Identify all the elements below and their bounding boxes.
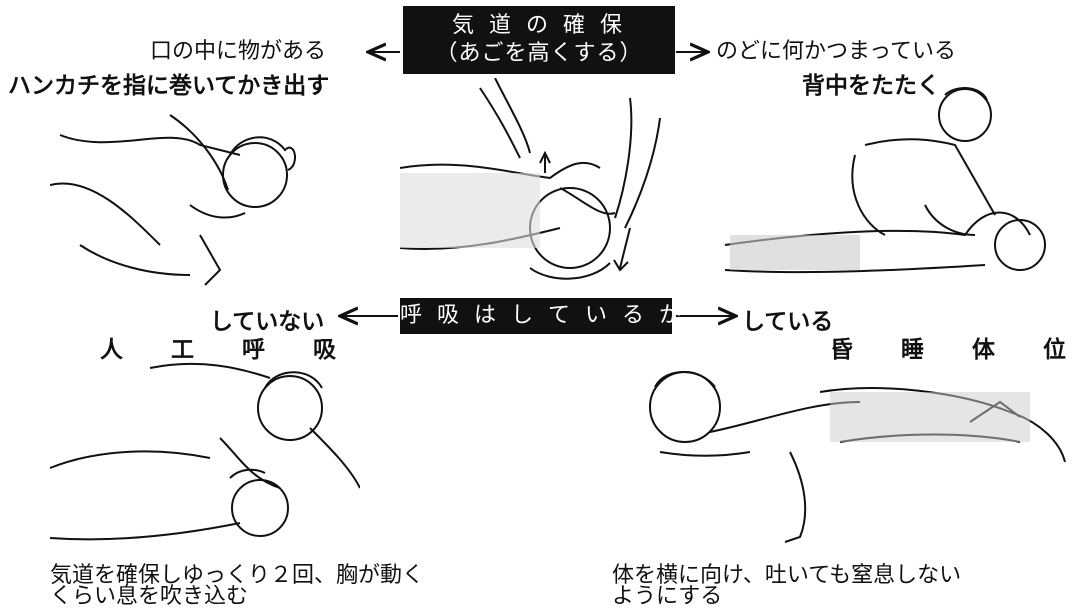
breathing-check-box: 呼 吸 は し て い る か [400,298,681,334]
throat-blocked-label: のどに何かつまっている [716,39,957,64]
rescue-breathing-caption-line1: 気道を確保しゆっくり２回、胸が動く [50,563,425,588]
recovery-position-illustration [649,371,1066,543]
breathing-label: している [742,309,834,335]
pat-back-instruction: 背中をたたく [802,73,940,99]
handkerchief-instruction: ハンカチを指に巻いてかき出す [8,73,330,99]
airway-box-subtitle: （あごを高くする） [435,41,643,66]
recovery-position-caption-line2: ようにする [612,584,723,609]
mouth-object-label: 口の中に物がある [150,39,327,64]
handkerchief-sweep-illustration [50,114,296,286]
airway-box-title: 気 道 の 確 保 [452,13,626,38]
rescue-breathing-caption-line2: くらい息を吹き込む [50,584,249,609]
rescue-breathing-caption: 気道を確保しゆっくり２回、胸が動く くらい息を吹き込む [50,563,425,609]
head-tilt-chin-lift-illustration [400,78,661,280]
recovery-position-caption: 体を横に向け、吐いても窒息しない ようにする [612,563,962,609]
airway-box: 気 道 の 確 保 （あごを高くする） [403,6,675,74]
recovery-position-caption-line1: 体を横に向け、吐いても窒息しない [612,563,962,588]
back-blows-illustration [724,87,1046,274]
rescue-breathing-illustration [49,362,360,541]
not-breathing-label: していない [210,309,325,335]
rescue-breathing-title: 人 工 呼 吸 [100,337,357,363]
recovery-position-title: 昏 睡 体 位 [830,337,1076,363]
